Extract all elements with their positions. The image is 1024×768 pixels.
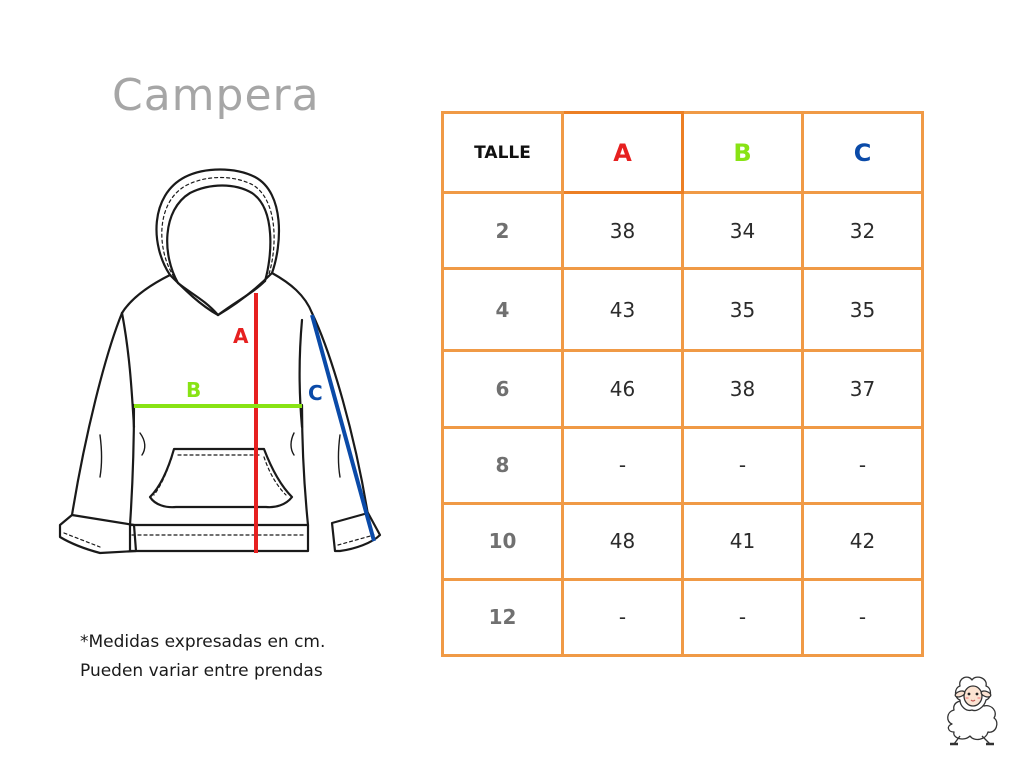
cell-c: - <box>801 577 924 658</box>
cell-a: - <box>561 577 684 658</box>
header-talle: TALLE <box>441 110 564 195</box>
cell-b: 41 <box>681 501 804 581</box>
table-row: 8 - - - <box>441 425 924 505</box>
size-chart-table: TALLE A B C 2 38 34 32 4 43 35 35 6 46 3… <box>441 110 924 658</box>
cell-a: 48 <box>561 501 684 581</box>
measure-label-a: A <box>233 324 249 348</box>
header-b: B <box>681 110 804 195</box>
header-c: C <box>801 110 924 195</box>
cell-c: 32 <box>801 191 924 271</box>
page-title: Campera <box>112 70 320 121</box>
cell-talle: 4 <box>441 267 564 353</box>
sheep-mascot-icon <box>947 676 998 746</box>
cell-talle: 6 <box>441 349 564 429</box>
cell-b: 34 <box>681 191 804 271</box>
cell-a: 38 <box>561 191 684 271</box>
measure-label-b: B <box>186 378 201 402</box>
measure-label-c: C <box>308 381 323 405</box>
measure-line-c <box>310 314 376 542</box>
hoodie-illustration: A B C <box>58 168 382 555</box>
table-row: 2 38 34 32 <box>441 191 924 271</box>
measurements-note: *Medidas expresadas en cm. Pueden variar… <box>80 628 325 686</box>
cell-talle: 12 <box>441 577 564 658</box>
header-a: A <box>561 110 684 195</box>
cell-talle: 2 <box>441 191 564 271</box>
cell-a: 43 <box>561 267 684 353</box>
cell-c: 37 <box>801 349 924 429</box>
table-row: 4 43 35 35 <box>441 267 924 353</box>
table-row: 10 48 41 42 <box>441 501 924 581</box>
cell-talle: 10 <box>441 501 564 581</box>
cell-b: - <box>681 425 804 505</box>
table-row: 12 - - - <box>441 577 924 658</box>
cell-a: - <box>561 425 684 505</box>
cell-b: 35 <box>681 267 804 353</box>
cell-a: 46 <box>561 349 684 429</box>
table-header-row: TALLE A B C <box>441 110 924 195</box>
cell-c: 35 <box>801 267 924 353</box>
note-line-1: *Medidas expresadas en cm. <box>80 632 326 652</box>
note-line-2: Pueden variar entre prendas <box>80 661 323 681</box>
cell-c: - <box>801 425 924 505</box>
table-row: 6 46 38 37 <box>441 349 924 429</box>
cell-b: - <box>681 577 804 658</box>
cell-talle: 8 <box>441 425 564 505</box>
cell-c: 42 <box>801 501 924 581</box>
cell-b: 38 <box>681 349 804 429</box>
